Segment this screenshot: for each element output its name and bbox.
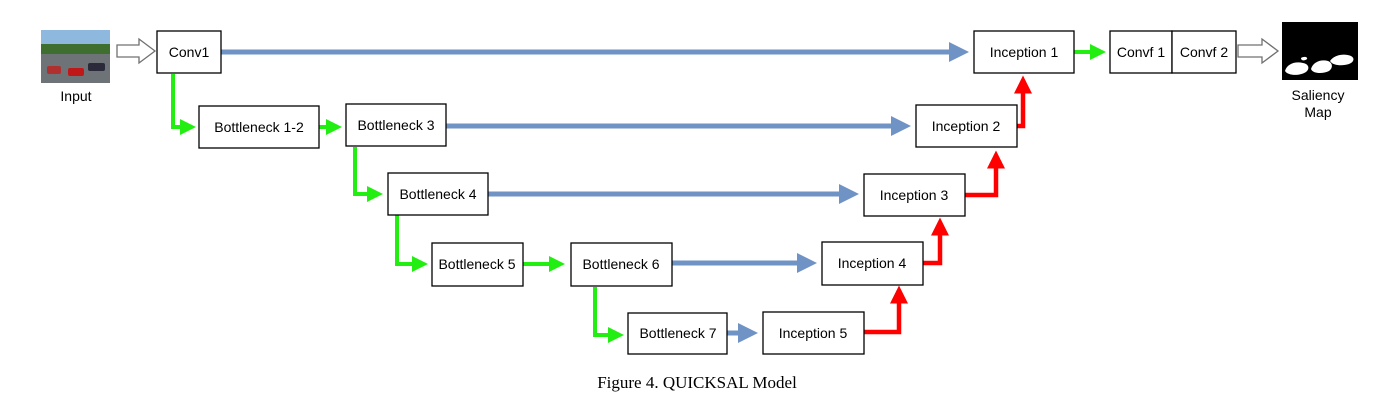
inception2-box (915, 104, 1018, 148)
red-arrow-inception2-inception1 (1014, 75, 1032, 129)
inception3-label: Inception 3 (880, 187, 949, 203)
inception2-label: Inception 2 (932, 118, 1001, 134)
bottleneck7-label: Bottleneck 7 (639, 325, 716, 341)
saliency-label-line2: Map (1304, 104, 1331, 120)
inception5-box (762, 311, 865, 355)
bottleneck3-label: Bottleneck 3 (357, 117, 434, 133)
bottleneck5-box (431, 242, 524, 287)
bottleneck5-label: Bottleneck 5 (438, 256, 515, 272)
bottleneck12-box (198, 105, 320, 149)
convf1-box (1109, 30, 1173, 74)
saliency-label-line1: Saliency (1292, 87, 1345, 103)
red-arrow-inception5-inception4 (864, 285, 908, 335)
conv1-label: Conv1 (169, 44, 210, 60)
inception1-label: Inception 1 (990, 44, 1059, 60)
convf2-box (1171, 30, 1237, 74)
convf2-label: Convf 2 (1180, 44, 1228, 60)
inception4-box (821, 241, 924, 286)
green-arrow-b4-b5 (395, 214, 428, 272)
convf1-label: Convf 1 (1117, 44, 1165, 60)
bottleneck4-box (387, 172, 489, 216)
inception5-label: Inception 5 (779, 325, 848, 341)
green-arrow-b6-b7 (593, 287, 624, 343)
green-arrow-conv1-b12 (171, 74, 196, 135)
bottleneck4-label: Bottleneck 4 (399, 186, 476, 202)
green-arrow-b3-b4 (353, 147, 383, 202)
red-arrow-inception3-inception2 (965, 150, 1005, 198)
figure-caption: Figure 4. QUICKSAL Model (597, 373, 797, 392)
input-image (41, 30, 110, 83)
bottleneck6-label: Bottleneck 6 (582, 256, 659, 272)
inception4-label: Inception 4 (838, 255, 907, 271)
input-label: Input (60, 88, 91, 104)
saliency-map-image (1282, 22, 1358, 80)
inception3-box (863, 173, 966, 217)
conv1-box (156, 30, 222, 74)
bottleneck6-box (570, 242, 673, 287)
bottleneck3-box (345, 103, 447, 147)
output-arrow (1237, 37, 1280, 65)
bottleneck7-box (627, 312, 728, 355)
inception1-box (973, 30, 1075, 74)
input-arrow (116, 37, 157, 65)
bottleneck12-label: Bottleneck 1-2 (214, 119, 304, 135)
red-arrow-inception4-inception3 (923, 217, 949, 266)
